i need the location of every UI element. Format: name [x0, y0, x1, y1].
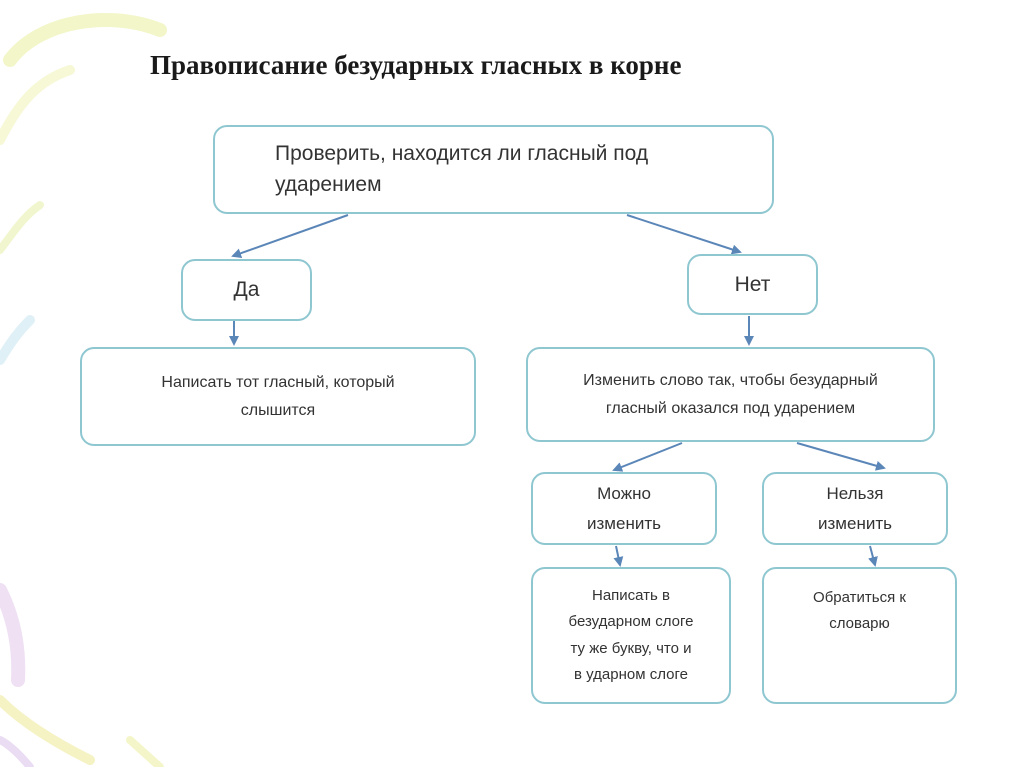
root-question-box: Проверить, находится ли гласный под удар…	[213, 125, 774, 214]
arrow-root-to-no	[626, 214, 742, 255]
can-change-line-2: изменить	[587, 513, 661, 533]
arrow-change-to-cannot	[796, 442, 886, 471]
cannot-change-line-1: Нельзя	[826, 483, 884, 503]
can-action-line-3: ту же букву, что и	[570, 639, 692, 657]
can-change-box: Можно изменить	[531, 472, 717, 545]
cannot-action-line-1: Обратиться к	[813, 589, 906, 606]
can-change-line-1: Можно	[597, 483, 651, 503]
no-action-line-2: гласный оказался под ударением	[605, 399, 856, 417]
no-action-line-1: Изменить слово так, чтобы безударный	[583, 371, 878, 389]
can-action-line-1: Написать в	[591, 587, 670, 604]
root-question-line-2: ударением	[275, 172, 382, 196]
no-label: Нет	[734, 272, 771, 296]
can-action-line-2: безударном слоге	[568, 613, 694, 631]
yes-action-line-1: Написать тот гласный, который	[161, 374, 395, 392]
yes-action-line-2: слышится	[240, 401, 316, 419]
arrow-can-to-action	[613, 545, 624, 567]
page-title: Правописание безударных гласных в корне	[150, 50, 682, 80]
arrow-change-to-can	[612, 442, 683, 472]
arrow-cannot-to-action	[868, 545, 878, 567]
cannot-change-box: Нельзя изменить	[762, 472, 948, 545]
yes-box: Да	[181, 259, 312, 321]
can-action-line-4: в ударном слоге	[574, 665, 688, 683]
no-action-box: Изменить слово так, чтобы безударный гла…	[526, 347, 935, 442]
yes-label: Да	[233, 278, 260, 301]
no-box: Нет	[687, 254, 818, 315]
cannot-action-line-2: словарю	[829, 615, 890, 633]
cannot-change-action-box: Обратиться к словарю	[762, 567, 957, 704]
root-question-line-1: Проверить, находится ли гласный под	[275, 142, 649, 166]
cannot-change-line-2: изменить	[818, 513, 892, 533]
arrow-root-to-yes	[231, 214, 349, 259]
yes-action-box: Написать тот гласный, который слышится	[80, 347, 476, 446]
can-change-action-box: Написать в безударном слоге ту же букву,…	[531, 567, 731, 704]
